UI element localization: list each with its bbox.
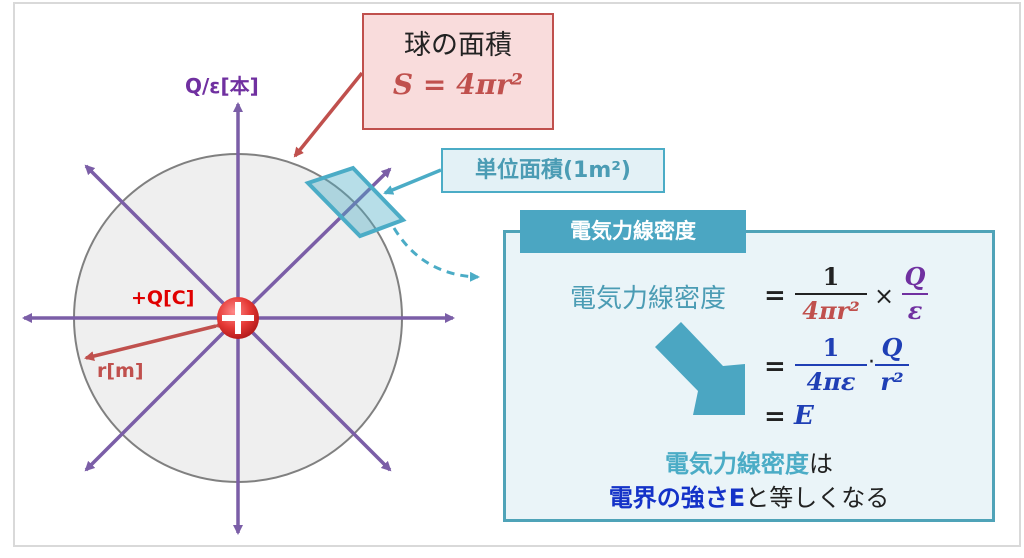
conclusion-line-1: 電気力線密度は xyxy=(665,450,833,478)
unit-area-pointer-arrow xyxy=(383,168,442,195)
sphere-area-formula: S = 4πr² xyxy=(392,68,524,101)
sphere-area-callout: 球の面積 S = 4πr² xyxy=(362,13,554,130)
axis-label: Q/ε[本] xyxy=(185,74,259,98)
field-line-nw-arrow xyxy=(84,164,240,320)
positive-charge-icon xyxy=(217,297,259,339)
density-panel xyxy=(503,230,995,522)
fraction-q-over-epsilon: Q ε xyxy=(902,262,928,326)
equals-3: = xyxy=(764,402,786,432)
fraction-q-over-r2: Q r² xyxy=(875,333,909,397)
unit-area-callout: 単位面積(1m²) xyxy=(441,148,665,193)
field-line-ne-arrow xyxy=(236,167,392,320)
charge-label: +Q[C] xyxy=(131,287,195,309)
dot-operator: · xyxy=(868,350,875,375)
field-line-se-arrow xyxy=(236,316,392,472)
unit-area-patch xyxy=(304,165,407,239)
sphere-area-title: 球の面積 xyxy=(404,30,512,61)
density-panel-header: 電気力線密度 xyxy=(520,210,746,253)
conclusion-line-2: 電界の強さEと等しくなる xyxy=(608,484,890,512)
fraction-1-over-4pi-r2: 1 4πr² xyxy=(795,262,867,326)
fraction-1-over-4pi-epsilon: 1 4πε xyxy=(795,333,867,397)
radius-label: r[m] xyxy=(97,360,144,382)
result-e: E xyxy=(794,401,814,431)
times-operator: × xyxy=(874,282,895,310)
equation-lhs: 電気力線密度 xyxy=(570,284,727,314)
dashed-link-arrow xyxy=(392,227,480,282)
equals-1: = xyxy=(764,281,786,311)
radius-arrow xyxy=(84,319,225,361)
equals-2: = xyxy=(764,352,786,382)
sphere-area-pointer-arrow xyxy=(293,71,364,158)
